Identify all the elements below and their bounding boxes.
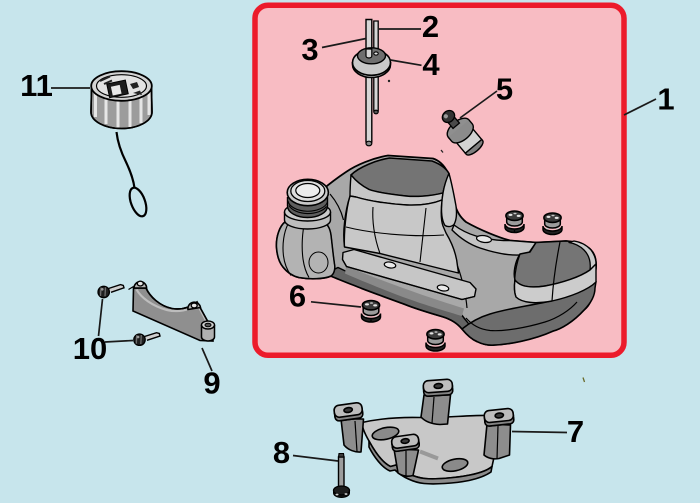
svg-text:2: 2 — [422, 9, 439, 44]
svg-text:3: 3 — [301, 32, 318, 67]
svg-text:4: 4 — [422, 47, 440, 82]
svg-text:6: 6 — [289, 279, 306, 314]
svg-text:7: 7 — [567, 414, 584, 449]
svg-text:10: 10 — [73, 331, 107, 366]
svg-text:11: 11 — [20, 68, 53, 103]
svg-text:1: 1 — [657, 82, 674, 117]
svg-text:9: 9 — [203, 366, 220, 401]
svg-text:5: 5 — [496, 72, 513, 107]
svg-text:8: 8 — [273, 435, 290, 470]
